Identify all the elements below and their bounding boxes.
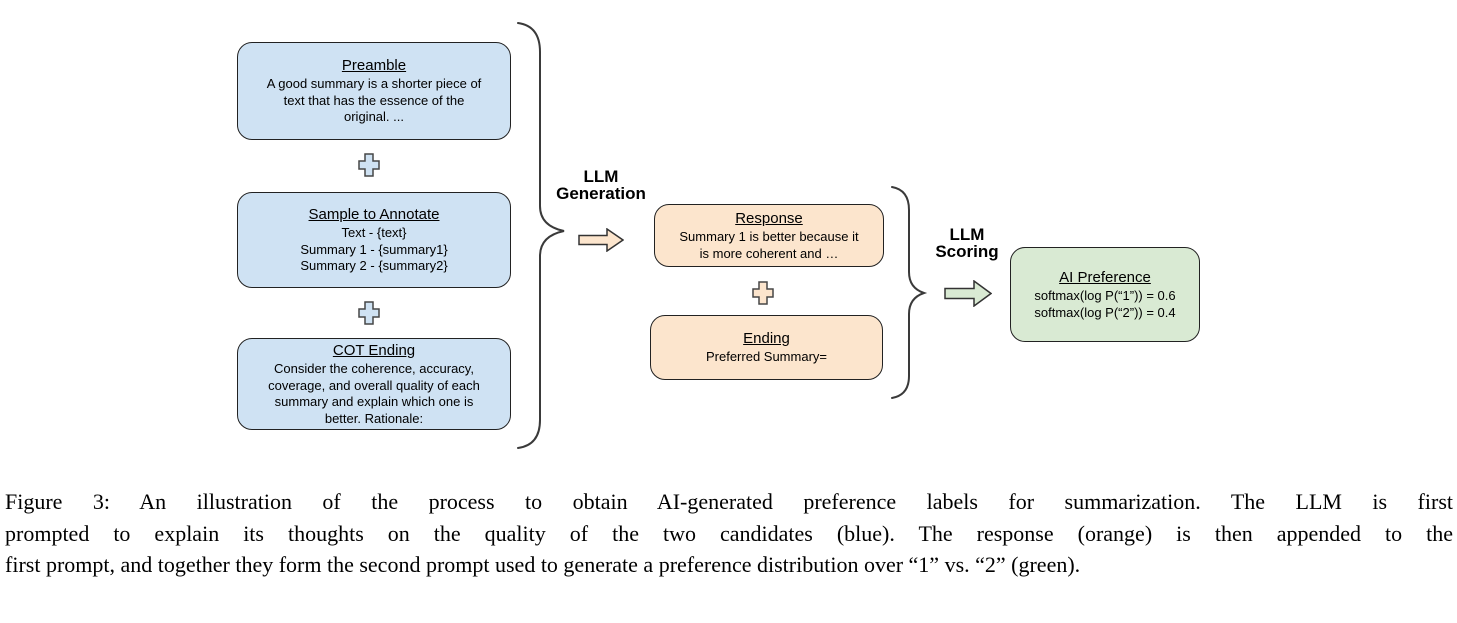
response-body: Summary 1 is better because it is more c… [679,229,859,261]
figure-caption: Figure 3: An illustration of the process… [5,486,1453,581]
ending-box: Ending Preferred Summary= [650,315,883,380]
caption-line: first prompt, and together they form the… [5,552,1081,577]
plus-icon [752,281,774,305]
preamble-box: Preamble A good summary is a shorter pie… [237,42,511,140]
ending-body: Preferred Summary= [705,349,827,365]
ai-preference-title: AI Preference [1059,269,1151,286]
ai-preference-body: softmax(log P(“1”)) = 0.6 softmax(log P(… [1034,288,1176,320]
sample-to-annotate-box: Sample to Annotate Text - {text} Summary… [237,192,511,288]
ai-preference-box: AI Preference softmax(log P(“1”)) = 0.6 … [1010,247,1200,342]
sample-to-annotate-title: Sample to Annotate [308,206,440,224]
scoring-arrow-icon [944,280,992,307]
response-title: Response [735,210,803,227]
preamble-body: A good summary is a shorter piece of tex… [266,76,482,125]
right-group-brace-icon [891,186,928,399]
cot-ending-box: COT Ending Consider the coherence, accur… [237,338,511,430]
cot-ending-title: COT Ending [332,342,416,359]
connector-overlay [517,22,928,449]
sample-to-annotate-body: Text - {text} Summary 1 - {summary1} Sum… [300,225,448,274]
caption-line: prompted to explain its thoughts on the … [5,520,1453,546]
llm-scoring-label: LLM Scoring [935,225,999,261]
figure-diagram: Preamble A good summary is a shorter pie… [237,22,1200,449]
ending-title: Ending [743,330,790,348]
plus-icon [358,153,380,177]
cot-ending-body: Consider the coherence, accuracy, covera… [268,361,480,426]
left-group-brace-icon [517,22,565,449]
preamble-title: Preamble [341,57,407,75]
response-box: Response Summary 1 is better because it … [654,204,884,267]
plus-icon [358,301,380,325]
caption-line: Figure 3: An illustration of the process… [5,489,1453,514]
llm-generation-label: LLM Generation [556,167,646,203]
generation-arrow-icon [578,228,624,252]
